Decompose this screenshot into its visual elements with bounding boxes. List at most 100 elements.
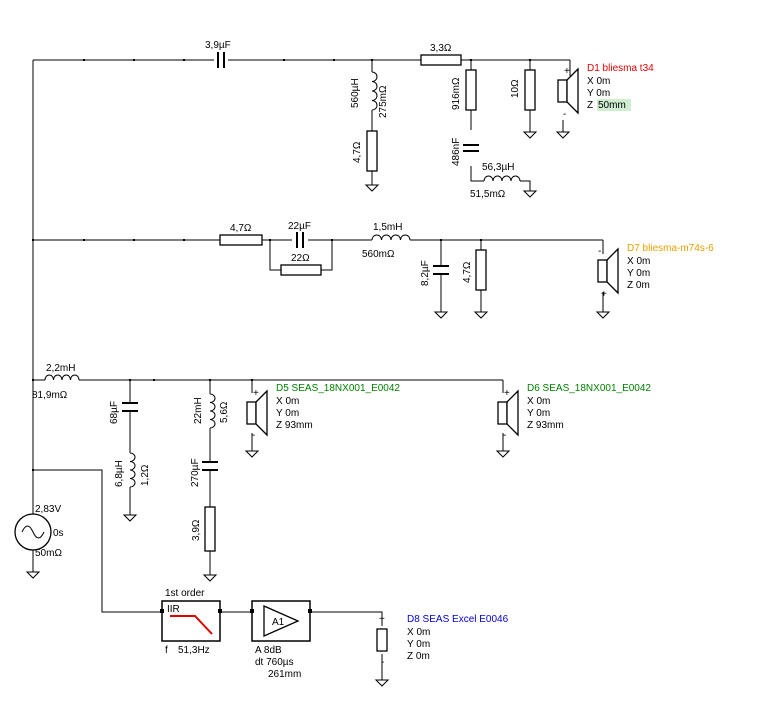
speaker-d6[interactable]: + - D6 SEAS_18NX001_E0042 X 0m Y 0m Z 93… bbox=[497, 383, 651, 441]
lowpass-response-icon bbox=[170, 615, 213, 635]
filter-title: 1st order bbox=[165, 588, 205, 599]
inductor-l-22m[interactable]: 22mH 5,6Ω bbox=[193, 393, 230, 429]
l-2m2-label: 2,2mH bbox=[46, 363, 75, 374]
inductor-l-1m5[interactable]: 1,5mH 560mΩ bbox=[362, 222, 412, 260]
capacitor-c-486n[interactable]: 486nF bbox=[451, 138, 479, 166]
l-2m2-r-label: 81,9mΩ bbox=[32, 390, 68, 401]
inductor-l-560u[interactable]: 560µH 275mΩ bbox=[350, 71, 389, 118]
d1-z: Z 50mm bbox=[587, 100, 626, 111]
resistor-r-4r7-c[interactable]: 4,7Ω bbox=[462, 249, 487, 291]
l-22m-r-label: 5,6Ω bbox=[219, 401, 230, 423]
source-phase: 0s bbox=[53, 528, 64, 539]
resistor-r-22[interactable]: 22Ω bbox=[280, 253, 322, 276]
c-22u-label: 22µF bbox=[288, 221, 311, 232]
d7-y: Y 0m bbox=[627, 268, 650, 279]
d6-minus-label: - bbox=[503, 430, 506, 441]
speaker-d8[interactable]: + - D8 SEAS Excel E0046 X 0m Y 0m Z 0m bbox=[376, 614, 509, 668]
capacitor-c-68u[interactable]: 68µF bbox=[109, 401, 138, 424]
filter-freq: 51,3Hz bbox=[178, 645, 210, 656]
c-68u-label: 68µF bbox=[109, 401, 120, 424]
r-22-label: 22Ω bbox=[291, 253, 310, 264]
l-560u-r-label: 275mΩ bbox=[378, 85, 389, 118]
speaker-d7[interactable]: - + D7 bliesma-m74s-6 X 0m Y 0m Z 0m bbox=[597, 243, 714, 300]
d8-name: D8 SEAS Excel E0046 bbox=[407, 614, 509, 625]
d1-name: D1 bliesma t34 bbox=[587, 63, 654, 74]
filter-type: IIR bbox=[167, 604, 180, 615]
d5-minus-label: - bbox=[252, 430, 255, 441]
resistor-r-4r7-a[interactable]: 4,7Ω bbox=[352, 130, 378, 172]
d6-z: Z 93mm bbox=[527, 420, 564, 431]
d5-y: Y 0m bbox=[276, 408, 299, 419]
resistor-r-3r9[interactable]: 3,9Ω bbox=[191, 506, 216, 552]
amp-distance: 261mm bbox=[268, 669, 301, 680]
c-486n-label: 486nF bbox=[451, 138, 462, 166]
d5-name: D5 SEAS_18NX001_E0042 bbox=[276, 383, 400, 394]
inductor-l-56u3[interactable]: 56,3µH 51,5mΩ bbox=[470, 162, 521, 200]
r-4r7-c-label: 4,7Ω bbox=[462, 261, 473, 283]
r-3r3-label: 3,3Ω bbox=[430, 43, 452, 54]
filter-freq-label: f bbox=[165, 645, 168, 656]
r-3r9-label: 3,9Ω bbox=[191, 519, 202, 541]
amplifier-block[interactable]: A1 A 8dB dt 760µs 261mm bbox=[250, 600, 312, 680]
capacitor-c-22u[interactable]: 22µF bbox=[288, 221, 311, 248]
capacitor-c-8u2[interactable]: 8,2µF bbox=[420, 260, 449, 286]
sine-wave-icon bbox=[21, 525, 45, 539]
d7-z: Z 0m bbox=[627, 280, 650, 291]
d1-x: X 0m bbox=[587, 76, 610, 87]
d6-name: D6 SEAS_18NX001_E0042 bbox=[527, 383, 651, 394]
d5-x: X 0m bbox=[276, 396, 299, 407]
d8-plus-label: + bbox=[379, 614, 385, 625]
d1-minus-label: - bbox=[563, 109, 566, 120]
source-voltage: 2,83V bbox=[35, 504, 61, 515]
l-1m5-r-label: 560mΩ bbox=[362, 249, 395, 260]
junction-dots bbox=[32, 59, 531, 471]
l-22m-label: 22mH bbox=[193, 397, 204, 424]
d7-x: X 0m bbox=[627, 256, 650, 267]
d8-y: Y 0m bbox=[407, 639, 430, 650]
c-8u2-label: 8,2µF bbox=[420, 260, 431, 286]
l-6m8-label: 6,8µH bbox=[114, 460, 125, 487]
d8-z: Z 0m bbox=[407, 651, 430, 662]
c-3u9-label: 3,9µF bbox=[205, 40, 231, 51]
resistor-r-10[interactable]: 10Ω bbox=[510, 69, 536, 111]
resistor-r-916m[interactable]: 916mΩ bbox=[451, 69, 477, 111]
d1-z-label: Z bbox=[587, 100, 596, 111]
d6-x: X 0m bbox=[527, 396, 550, 407]
resistor-r-4r7-b[interactable]: 4,7Ω bbox=[219, 223, 263, 246]
r-4r7-a-label: 4,7Ω bbox=[352, 141, 363, 163]
wires bbox=[32, 59, 604, 674]
d1-plus-label: + bbox=[564, 66, 570, 77]
r-10-label: 10Ω bbox=[510, 79, 521, 98]
d1-y: Y 0m bbox=[587, 88, 610, 99]
l-1m5-label: 1,5mH bbox=[373, 222, 402, 233]
r-916m-label: 916mΩ bbox=[451, 77, 462, 110]
d7-minus-label: - bbox=[598, 246, 601, 257]
capacitor-c-3u9[interactable]: 3,9µF bbox=[205, 40, 231, 68]
l-560u-label: 560µH bbox=[350, 78, 361, 108]
c-270u-label: 270µF bbox=[190, 458, 201, 487]
amplifier-triangle-icon bbox=[263, 605, 300, 637]
iir-filter-block[interactable]: 1st order IIR f 51,3Hz bbox=[160, 588, 222, 656]
resistor-r-3r3[interactable]: 3,3Ω bbox=[420, 43, 462, 66]
voltage-source[interactable]: 2,83V 0s 50mΩ bbox=[14, 504, 64, 559]
l-56u3-label: 56,3µH bbox=[482, 162, 514, 173]
speaker-d5[interactable]: + - D5 SEAS_18NX001_E0042 X 0m Y 0m Z 93… bbox=[246, 383, 400, 441]
capacitor-c-270u[interactable]: 270µF bbox=[190, 458, 218, 487]
d7-plus-label: + bbox=[601, 289, 607, 300]
l-6m8-r-label: 1,2Ω bbox=[140, 464, 151, 486]
d6-plus-label: + bbox=[504, 388, 510, 399]
d6-y: Y 0m bbox=[527, 408, 550, 419]
d5-plus-label: + bbox=[253, 388, 259, 399]
l-56u3-r-label: 51,5mΩ bbox=[470, 189, 506, 200]
speaker-d1[interactable]: + - D1 bliesma t34 X 0m Y 0m Z 50mm bbox=[557, 63, 654, 120]
d8-minus-label: - bbox=[381, 657, 384, 668]
inductor-l-2m2[interactable]: 2,2mH 81,9mΩ bbox=[32, 363, 80, 401]
source-resistance: 50mΩ bbox=[35, 548, 62, 559]
d7-name: D7 bliesma-m74s-6 bbox=[627, 243, 714, 254]
inductor-l-6m8[interactable]: 6,8µH 1,2Ω bbox=[114, 452, 151, 488]
amp-gain: A 8dB bbox=[255, 645, 282, 656]
d5-z: Z 93mm bbox=[276, 420, 313, 431]
r-4r7-b-label: 4,7Ω bbox=[230, 223, 252, 234]
d8-x: X 0m bbox=[407, 627, 430, 638]
